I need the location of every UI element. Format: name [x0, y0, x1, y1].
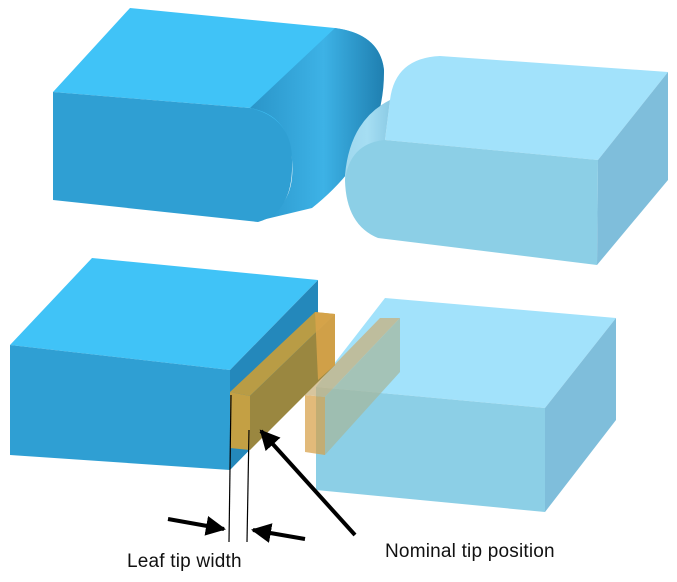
leaf-top-right-side-face [597, 72, 668, 265]
leaf-tip-region-left [230, 312, 335, 450]
leaf-bottom-left-flat [10, 258, 318, 470]
leaf-tip-width-left-arrow [167, 515, 226, 536]
leaf-top-right-front-face [345, 140, 598, 265]
leaf-top-left-rounded-tip [250, 28, 385, 220]
tip-region-front [230, 392, 250, 450]
nominal-tip-position-label: Nominal tip position [385, 541, 555, 562]
arrows [167, 429, 357, 543]
leaf-top-left-front-face [53, 92, 293, 222]
leaf-bottom-left-top-face [10, 258, 318, 370]
leaf-tip-width-right-extension [246, 429, 250, 543]
leaf-top-right-rounded [345, 56, 668, 265]
leaf-tip-width-right-arrow [251, 523, 306, 543]
leaf-bottom-right-front-face [316, 387, 545, 512]
leaf-bottom-right-side-face [545, 318, 616, 512]
leaf-top-left-rounded [53, 8, 385, 222]
tip-region-top [230, 312, 335, 396]
dimension-lines [228, 394, 250, 543]
leaf-tip-width-label: Leaf tip width [127, 551, 242, 572]
leaf-top-right-top-face [385, 56, 668, 160]
nominal-tip-region-right [305, 318, 400, 455]
tip-region-side [250, 314, 335, 450]
leaf-tip-width-left-extension [228, 394, 232, 543]
leaf-bottom-left-front-face [10, 345, 230, 470]
nominal-tip-position-arrow [259, 429, 357, 537]
